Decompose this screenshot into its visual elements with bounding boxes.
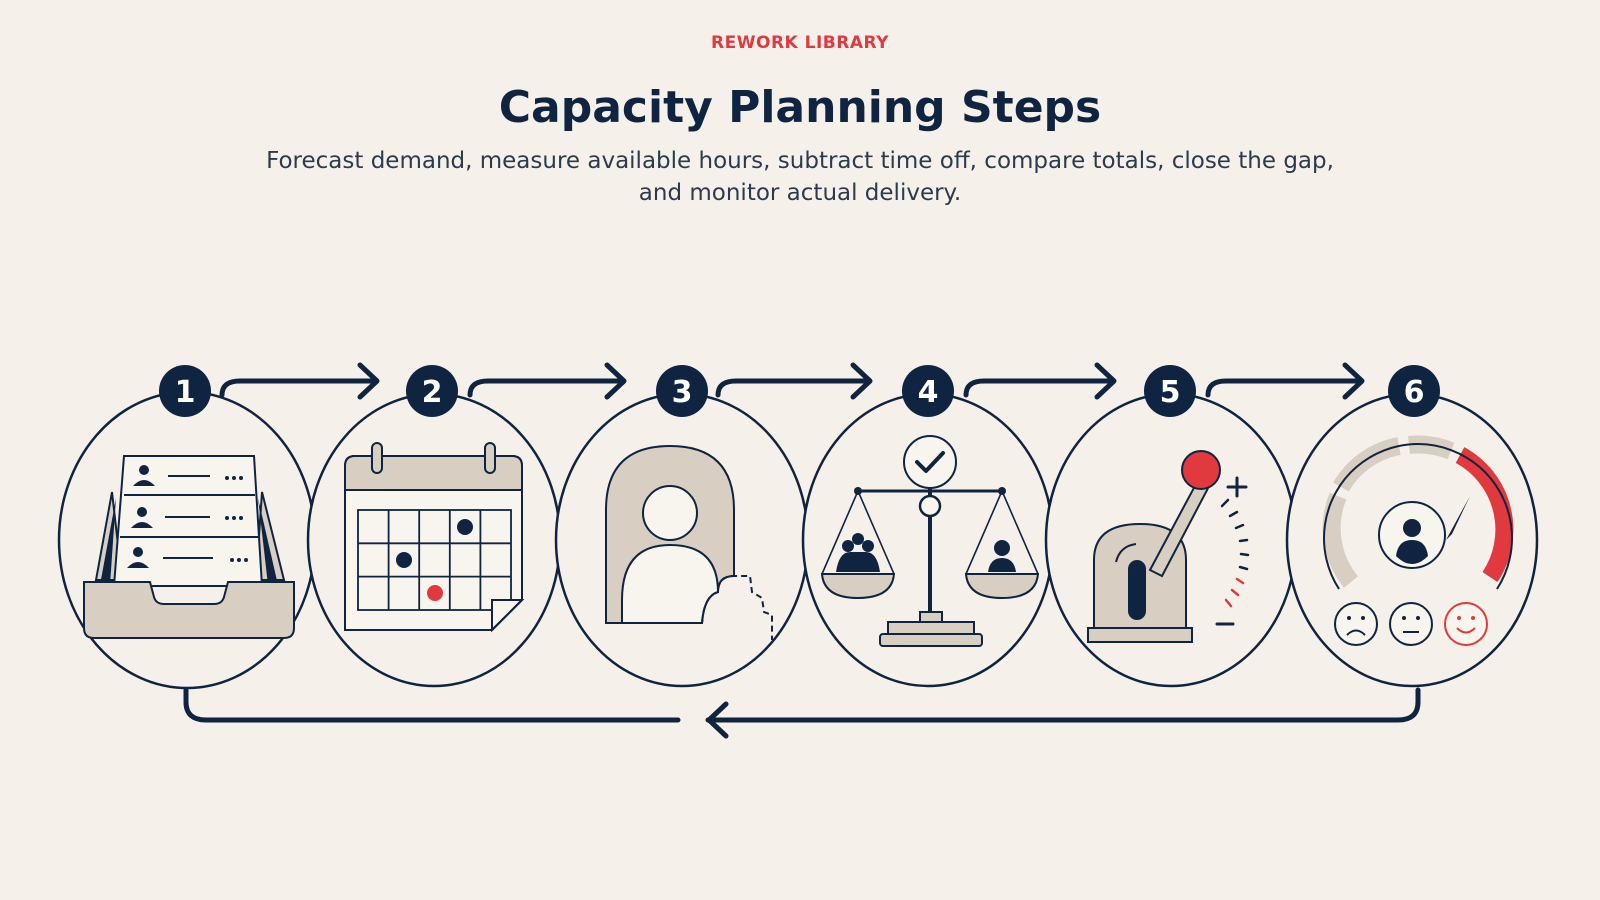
step-4-number: 4 xyxy=(918,375,939,410)
kicker-label: REWORK LIBRARY xyxy=(711,33,889,53)
connector-arrow-2-3 xyxy=(467,362,627,400)
step-4: 4 xyxy=(801,365,1055,688)
step-5-number: 5 xyxy=(1160,375,1181,410)
person-time-off-icon xyxy=(605,444,773,640)
step-3: 3 xyxy=(554,365,810,688)
connector-arrow-4-5 xyxy=(963,362,1117,400)
step-2-number: 2 xyxy=(422,375,443,410)
step-connectors xyxy=(183,362,1421,739)
page-title: Capacity Planning Steps xyxy=(498,82,1102,133)
connector-arrow-5-6 xyxy=(1205,362,1365,400)
step-6-number: 6 xyxy=(1404,375,1425,410)
step-1-number: 1 xyxy=(175,375,196,410)
gauge-icon xyxy=(1322,435,1514,590)
inbox-tray-icon xyxy=(83,455,295,639)
page-subtitle: Forecast demand, measure available hours… xyxy=(266,148,1334,206)
calendar-icon xyxy=(344,442,525,633)
step-5: 5 xyxy=(1044,365,1298,688)
connector-arrow-3-4 xyxy=(715,362,873,400)
step-3-number: 3 xyxy=(672,375,693,410)
step-1: 1 xyxy=(57,365,317,690)
step-2: 2 xyxy=(306,365,562,688)
step-6: 6 xyxy=(1285,365,1539,688)
lever-icon xyxy=(1087,450,1250,643)
neutral-face-icon xyxy=(1389,602,1433,646)
sad-face-icon xyxy=(1334,602,1378,646)
happy-face-icon xyxy=(1444,602,1488,646)
balance-scale-icon xyxy=(820,435,1040,647)
feedback-loop-arrow xyxy=(183,687,1421,739)
connector-arrow-1-2 xyxy=(219,362,380,400)
